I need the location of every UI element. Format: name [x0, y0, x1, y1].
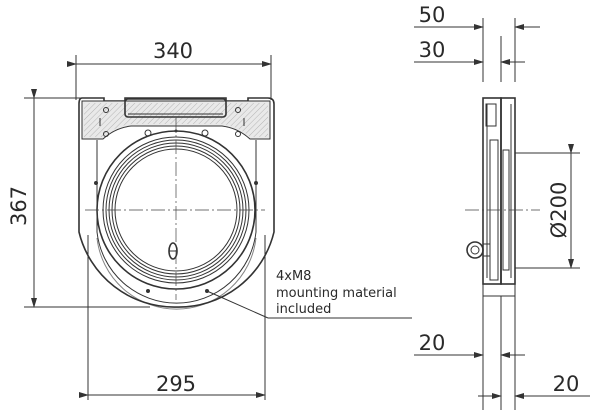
note-line-3: included — [276, 302, 331, 317]
dimension-width-bottom: 295 — [79, 235, 266, 400]
dimension-label-20-lower: 20 — [419, 331, 446, 355]
dimension-depth-body: 30 — [414, 36, 525, 82]
dimension-label-340: 340 — [153, 39, 193, 63]
side-view: 50 30 — [414, 3, 590, 410]
dimension-diameter: Ø200 — [515, 144, 580, 269]
front-body-outline — [78, 97, 275, 308]
dimension-gap-lower: 20 — [414, 331, 525, 358]
dimension-depth-total: 50 — [414, 3, 540, 82]
dimension-label-diameter: Ø200 — [547, 182, 571, 239]
dimension-label-50: 50 — [419, 3, 446, 27]
dimension-gap-bottom: 20 — [478, 372, 590, 399]
dimension-width-top: 340 — [67, 39, 272, 100]
inner-frame — [96, 140, 257, 304]
side-knob — [466, 241, 490, 259]
side-body — [482, 97, 516, 297]
dimension-label-367: 367 — [7, 186, 31, 226]
front-view: 340 367 — [7, 39, 412, 400]
note-line-2: mounting material — [276, 286, 397, 301]
note-leader — [206, 290, 269, 319]
note-line-1: 4xM8 — [276, 269, 311, 284]
dimension-label-30: 30 — [419, 38, 446, 62]
handle — [124, 98, 227, 118]
flange-bolts — [99, 107, 245, 137]
dimension-label-295: 295 — [156, 372, 196, 396]
mounting-note: 4xM8 mounting material included — [276, 269, 397, 317]
dimension-label-20-bottom: 20 — [553, 372, 580, 396]
dimension-height: 367 — [7, 89, 150, 308]
